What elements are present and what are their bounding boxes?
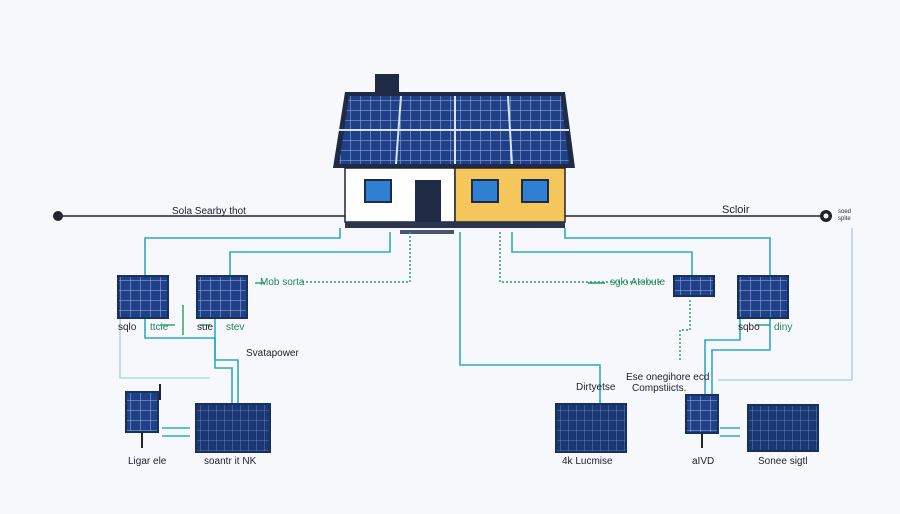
solar-panel-6 (685, 394, 719, 434)
solar-panel-5 (125, 391, 159, 433)
label-sonee-sigtl: Sonee sigtl (758, 456, 808, 467)
chimney (375, 74, 399, 94)
label-ligar-ele: Ligar ele (128, 456, 167, 467)
label-stev: stev (226, 322, 245, 333)
label-right-note-2: spite (838, 216, 851, 222)
label-mob-sorta: Mob sorta (260, 277, 305, 288)
wire (704, 318, 741, 395)
label-sue: sue (197, 322, 214, 333)
wire (564, 228, 771, 276)
dotted-wire (499, 232, 660, 283)
solar-panel-1 (117, 275, 169, 319)
window (521, 179, 549, 203)
green-connectors (160, 282, 770, 335)
dotted-wire (679, 300, 691, 362)
label-ttcie: ttcie (150, 322, 169, 333)
wires (119, 228, 853, 405)
label-evatapower: Svatapower (246, 348, 299, 359)
label-aivd: aIVD (692, 456, 715, 467)
left-terminal (53, 211, 63, 221)
wire (229, 232, 391, 276)
window (364, 179, 392, 203)
solar-panel-2 (196, 275, 248, 319)
wire (711, 318, 771, 395)
window (471, 179, 499, 203)
label-soantr-nk: soantr it NK (204, 456, 257, 467)
house (333, 74, 575, 234)
battery-bank-1 (195, 403, 271, 453)
solar-panel-4 (737, 275, 789, 319)
label-sqlo: sqlo (118, 322, 137, 333)
label-sglo-atobute: sglo Atobute (610, 277, 666, 288)
solar-panel-3 (673, 275, 715, 297)
wire (511, 232, 693, 276)
label-main-right: Scloir (722, 204, 750, 216)
label-ese-note-1: Ese onegihore ecd (626, 372, 710, 383)
wire (214, 318, 239, 404)
label-dirtyetse: Dirtyetse (576, 382, 616, 393)
label-main-left: Sola Searby thot (172, 206, 246, 217)
battery-bank-3 (747, 404, 819, 452)
label-right-note-1: soed (838, 209, 852, 215)
wire (144, 228, 341, 276)
label-diny: diny (774, 322, 793, 333)
wire (718, 228, 853, 381)
label-lucmise: 4k Lucmise (562, 456, 613, 467)
dotted-wires (300, 232, 691, 362)
battery-bank-2 (555, 403, 627, 453)
label-sqbo: sqbo (738, 322, 760, 333)
dotted-wire (300, 232, 411, 283)
wire (459, 232, 601, 405)
label-ese-note-2: Compstiicts. (632, 383, 687, 394)
wire (119, 318, 210, 379)
door (415, 180, 441, 222)
